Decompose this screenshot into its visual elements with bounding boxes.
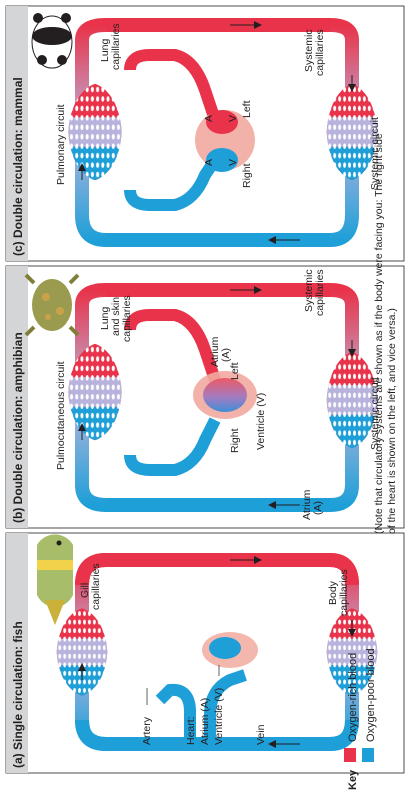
mammal-systemic-capillaries-label-1: Systemic (303, 29, 315, 72)
amphibian-systemic-circuit-label: Systemic circuit (369, 377, 381, 450)
mammal-v-left-label: V (227, 115, 239, 122)
mammal-pulmonary-vein (124, 49, 221, 122)
body-capillaries-label-2: capillaries (338, 569, 350, 616)
amphibian-ventricle-label: Ventricle (V) (255, 393, 267, 450)
panel-a-fish (57, 553, 378, 751)
fish-vein-to-heart (204, 669, 247, 744)
gill-capillary-bed (57, 608, 108, 695)
amphibian-pulmonary-artery (124, 417, 221, 476)
pulmocutaneous-circuit-label: Pulmocutaneous circuit (55, 361, 67, 470)
amphibian-systemic-capillaries-label-2: capillaries (314, 269, 326, 316)
mammal-a-left-label: A (203, 115, 215, 122)
panel-b-title: (b) Double circulation: amphibian (11, 332, 25, 523)
lung-skin-capillaries-label-1: Lung (99, 306, 111, 330)
atrium-left-label-2: (A) (312, 501, 324, 515)
mammal-left-side (206, 110, 238, 134)
note-line-1: (Note that circulatory systems are shown… (373, 133, 385, 534)
pulmonary-circuit-label: Pulmonary circuit (55, 104, 67, 185)
panel-c-header-bar (6, 6, 28, 261)
atrium-label: Atrium (A) (199, 698, 211, 745)
amphibian-right-label: Right (229, 428, 241, 453)
ventricle-label: Ventricle (V) (213, 688, 225, 745)
amphibian-pulmonary-vein (124, 309, 221, 382)
key-oxygen-poor-swatch (362, 748, 374, 762)
amphibian-left-label: Left (229, 362, 241, 380)
mammal-pulmonary-artery (124, 156, 220, 211)
amphibian-systemic-capillaries-label-1: Systemic (303, 269, 315, 312)
panel-a-title: (a) Single circulation: fish (11, 621, 25, 768)
fish-artery-from-heart (155, 683, 196, 744)
key-oxygen-poor-label: Oxygen-poor blood (365, 648, 377, 742)
heart-label: Heart: (185, 716, 197, 745)
panel-a-header-bar (6, 533, 28, 773)
key-title: Key (347, 769, 359, 790)
atrium-right-label-1: Atrium (209, 336, 221, 367)
vein-label: Vein (255, 724, 267, 745)
note-line-2: of the heart is shown on the left, and v… (386, 308, 398, 534)
atrium-right-label-2: (A) (220, 348, 232, 362)
key-oxygen-rich-label: Oxygen-rich blood (347, 653, 359, 742)
fish-heart-chamber (209, 637, 241, 659)
fish-icon (37, 534, 73, 625)
panel-c-title: (c) Double circulation: mammal (11, 77, 25, 256)
panel-b-amphibian (68, 283, 377, 512)
mammal-right-label: Right (241, 163, 253, 188)
body-capillaries-label-1: Body (327, 580, 339, 605)
atrium-left-label-1: Atrium (301, 489, 313, 520)
lung-skin-capillaries-label-3: capillaries (121, 295, 133, 342)
mammal-left-label: Left (241, 100, 253, 118)
gill-capillaries-label-1: Gill (79, 583, 91, 598)
lung-skin-capillaries-label-2: and skin (110, 297, 122, 336)
mammal-v-right-label: V (227, 159, 239, 166)
gill-capillaries-label-2: capillaries (90, 563, 102, 610)
panel-b-header-bar (6, 266, 28, 528)
mammal-systemic-circuit-label: Systemic circuit (369, 117, 381, 190)
artery-label: Artery (141, 716, 153, 745)
lung-capillaries-label-1: Lung (99, 38, 111, 62)
panel-c-mammal (68, 18, 377, 247)
mammal-a-right-label: A (203, 159, 215, 166)
mammal-systemic-capillaries-label-2: capillaries (314, 29, 326, 76)
lung-capillaries-label-2: capillaries (110, 23, 122, 70)
key-oxygen-rich-swatch (344, 748, 356, 762)
mammal-right-side (206, 148, 238, 172)
amphibian-ventricle (203, 378, 247, 412)
frog-icon (24, 273, 80, 337)
panda-icon (31, 13, 73, 69)
